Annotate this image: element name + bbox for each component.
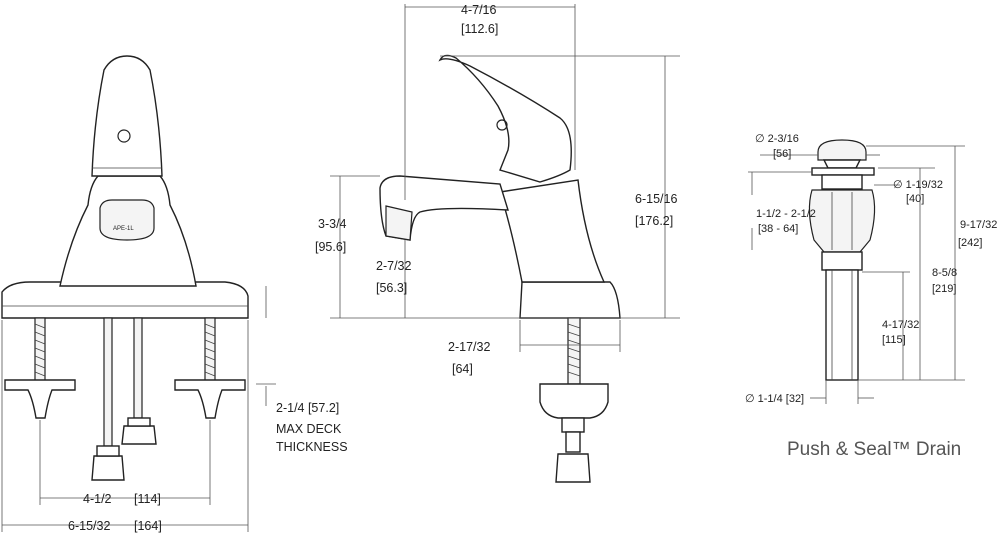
front-centers-dim-mm: [114] (134, 492, 161, 506)
front-view-faucet: APE-1L (1, 55, 276, 532)
drain-cap-diameter-mm: [56] (773, 148, 791, 160)
deck-thickness-line1: MAX DECK (276, 422, 342, 436)
side-handle (438, 54, 572, 183)
drain-cap-diameter: ∅ 2-3/16 (755, 133, 799, 145)
side-supply-fitting (555, 453, 591, 483)
spout-height-dim: 3-3/4 (318, 217, 347, 231)
side-body (499, 179, 606, 283)
drain-body-range: 1-1/2 - 2-1/2 (756, 208, 816, 220)
drain-assembly (748, 139, 965, 404)
aerator-height-dim-mm: [56.3] (376, 281, 407, 295)
drain-overall-length: 9-17/32 (960, 219, 997, 231)
supply-fitting-left (91, 455, 125, 481)
right-shank (204, 317, 216, 391)
drain-flange-diameter: ∅ 1-19/32 (893, 179, 943, 191)
supply-line-right (133, 317, 143, 419)
supply-line-left (103, 317, 113, 447)
aerator-front (99, 199, 155, 241)
drain-body-length-mm: [219] (932, 283, 956, 295)
side-spout (379, 175, 509, 241)
svg-text:APE-1L: APE-1L (113, 226, 134, 232)
overall-height-dim: 6-15/16 (635, 192, 677, 206)
drain-flange (811, 167, 875, 176)
deck-thickness-dim: 2-1/4 [57.2] (276, 401, 339, 415)
base-depth-dim: 2-17/32 (448, 340, 490, 354)
drain-tail-length: 4-17/32 (882, 319, 919, 331)
drain-body-length: 8-5/8 (932, 267, 957, 279)
spout-height-dim-mm: [95.6] (315, 240, 346, 254)
side-base (519, 281, 621, 319)
drain-tail-length-mm: [115] (882, 334, 906, 346)
overall-height-dim-mm: [176.2] (635, 214, 673, 228)
drain-cap (817, 139, 867, 161)
handle-depth-dim-mm: [112.6] (461, 22, 498, 36)
faucet-handle-front (91, 55, 163, 177)
side-view-faucet (330, 4, 680, 483)
drain-body-range-mm: [38 - 64] (758, 223, 798, 235)
handle-depth-dim: 4-7/16 (461, 3, 496, 17)
left-mount-bracket (4, 379, 76, 419)
side-mount-bracket (539, 383, 609, 419)
drain-overall-length-mm: [242] (958, 237, 982, 249)
drain-tail-diameter: ∅ 1-1/4 [32] (745, 393, 804, 405)
right-mount-bracket (174, 379, 246, 419)
handle-screw-hole (117, 129, 131, 143)
drain-flange-diameter-mm: [40] (906, 193, 924, 205)
side-aerator (385, 205, 413, 241)
base-depth-dim-mm: [64] (452, 362, 473, 376)
front-centers-dim: 4-1/2 (83, 492, 112, 506)
deck-thickness-line2: THICKNESS (276, 440, 348, 454)
drain-title: Push & Seal™ Drain (787, 439, 961, 460)
front-width-dim-mm: [164] (134, 519, 162, 533)
drain-tailpiece (825, 269, 859, 381)
front-width-dim: 6-15/32 (68, 519, 110, 533)
drain-body-nut (808, 189, 876, 253)
aerator-height-dim: 2-7/32 (376, 259, 411, 273)
left-shank (34, 317, 46, 391)
supply-fitting-right (121, 425, 157, 445)
faucet-base-plate (1, 281, 249, 319)
